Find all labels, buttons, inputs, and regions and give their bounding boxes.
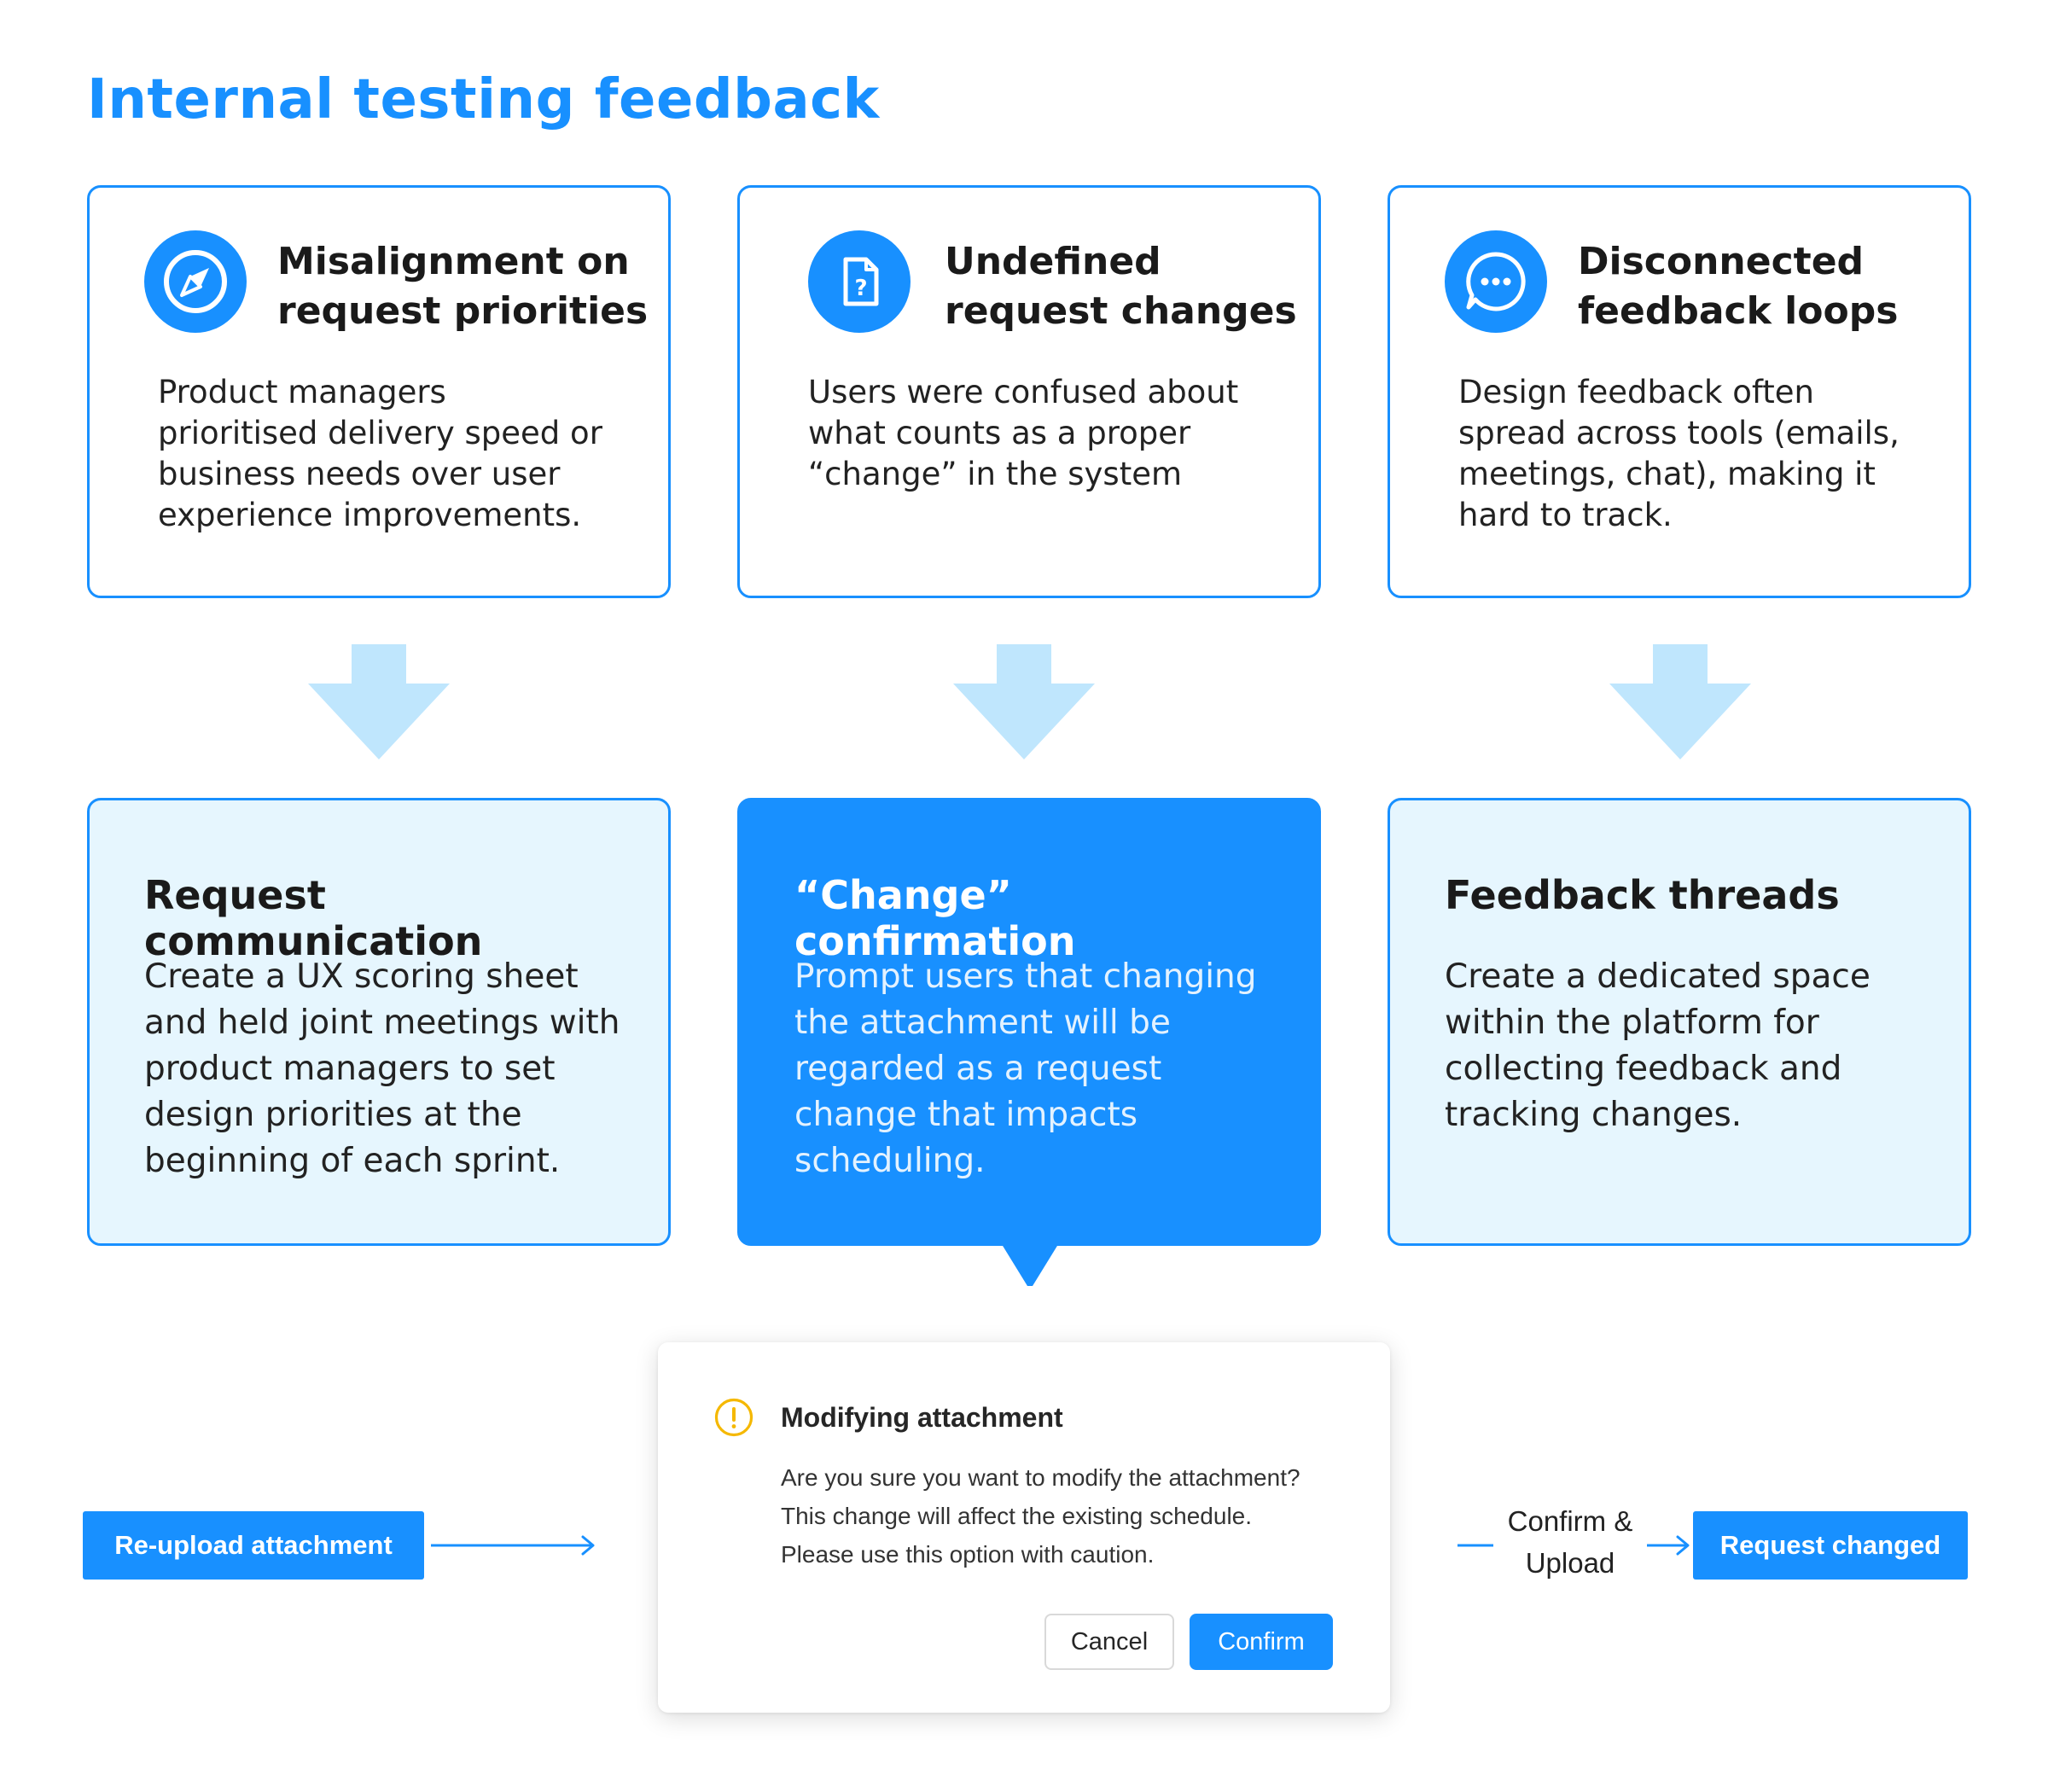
question-document-icon: ?: [808, 230, 911, 333]
callout-pointer: [1000, 1242, 1060, 1286]
problem-description: Product managers prioritised delivery sp…: [158, 374, 602, 533]
problem-title: Disconnected feedback loops: [1578, 240, 1899, 333]
re-upload-attachment-button[interactable]: Re-upload attachment: [83, 1511, 424, 1580]
chat-bubble-icon: [1445, 230, 1547, 333]
down-arrow-icon: [953, 644, 1095, 759]
solution-card-change-confirmation: “Change” confirmation Prompt users that …: [737, 798, 1321, 1246]
modify-attachment-dialog: Modifying attachment Are you sure you wa…: [658, 1342, 1390, 1713]
solution-title: “Change” confirmation: [794, 872, 1076, 964]
solution-title: Request communication: [144, 872, 483, 964]
problem-card-priorities: Misalignment on request priorities Produ…: [87, 185, 671, 598]
problem-description: Design feedback often spread across tool…: [1458, 374, 1900, 533]
flow-line-connector: [1457, 1544, 1493, 1547]
problem-title: Undefined request changes: [945, 240, 1297, 333]
flow-arrow-icon: [431, 1535, 595, 1556]
solution-title: Feedback threads: [1445, 872, 1840, 918]
down-arrow-icon: [1609, 644, 1751, 759]
solution-description: Create a UX scoring sheet and held joint…: [144, 957, 620, 1180]
svg-text:?: ?: [854, 276, 867, 301]
confirm-button[interactable]: Confirm: [1190, 1614, 1333, 1670]
flow-arrow-icon: [1647, 1535, 1690, 1556]
solution-description: Prompt users that changing the attachmen…: [794, 957, 1257, 1180]
problem-description: Users were confused about what counts as…: [808, 374, 1239, 492]
cancel-button[interactable]: Cancel: [1044, 1614, 1174, 1670]
solution-card-communication: Request communication Create a UX scorin…: [87, 798, 671, 1246]
problem-card-changes: ? Undefined request changes Users were c…: [737, 185, 1321, 598]
down-arrow-icon: [308, 644, 450, 759]
warning-icon: [714, 1398, 753, 1437]
dialog-title: Modifying attachment: [781, 1402, 1063, 1433]
solution-description: Create a dedicated space within the plat…: [1445, 957, 1871, 1134]
problem-card-feedback: Disconnected feedback loops Design feedb…: [1388, 185, 1971, 598]
request-changed-button[interactable]: Request changed: [1693, 1511, 1968, 1580]
solution-card-threads: Feedback threads Create a dedicated spac…: [1388, 798, 1971, 1246]
dialog-message: Are you sure you want to modify the atta…: [781, 1464, 1300, 1568]
compass-icon: [144, 230, 247, 333]
problem-title: Misalignment on request priorities: [277, 240, 649, 333]
page-title: Internal testing feedback: [87, 68, 880, 131]
confirm-upload-label: Confirm & Upload: [1507, 1505, 1633, 1579]
